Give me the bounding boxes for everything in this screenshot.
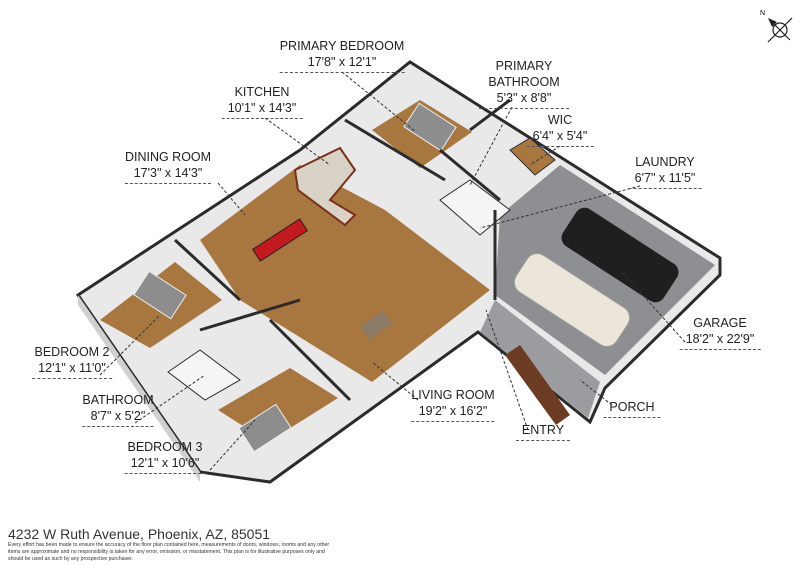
label-porch: PORCH [603, 399, 661, 418]
room-name: BEDROOM 2 [34, 345, 110, 359]
room-dims: 10'1" x 14'3" [221, 100, 303, 119]
room-name: BEDROOM 3 [127, 440, 203, 454]
bed [238, 403, 292, 453]
north-arrow-icon: N [758, 8, 794, 49]
room-name: ENTRY [515, 422, 571, 441]
room-dims: 17'3" x 14'3" [124, 165, 212, 184]
footer: 4232 W Ruth Avenue, Phoenix, AZ, 85051 E… [8, 526, 338, 563]
coffee-table [359, 310, 393, 340]
room-dims: 8'7" x 5'2" [82, 408, 154, 427]
room-dims: 12'1" x 10'6" [124, 455, 206, 474]
exterior-wall-face [78, 295, 200, 482]
room-dims: 5'3" x 8'8" [479, 90, 569, 109]
property-address: 4232 W Ruth Avenue, Phoenix, AZ, 85051 [8, 526, 271, 542]
kitchen-counter [293, 146, 357, 227]
bed [133, 270, 187, 320]
dining-table [252, 218, 308, 262]
room-name: LIVING ROOM [411, 388, 495, 402]
porch-floor [480, 300, 600, 418]
room-name: DINING ROOM [124, 150, 212, 164]
black-car [561, 207, 679, 303]
interior-walls [173, 98, 511, 402]
room-name: GARAGE [693, 316, 747, 330]
label-entry: ENTRY [515, 422, 571, 441]
living-dining-floor [200, 165, 490, 382]
leader-lines [99, 71, 686, 471]
room-dims: 12'1" x 11'0" [32, 360, 112, 379]
room-dims: 19'2" x 16'2" [411, 403, 495, 422]
room-dims: 18'2" x 22'9" [679, 331, 761, 350]
bed [403, 102, 457, 152]
room-name: BATHROOM [82, 393, 154, 407]
porch-mat [505, 345, 570, 425]
room-dims: 6'4" x 5'4" [526, 128, 594, 147]
room-dims: 6'7" x 11'5" [628, 170, 702, 189]
room-dims: 17'8" x 12'1" [279, 54, 405, 73]
room-name: KITCHEN [234, 85, 290, 99]
laundry-floor [439, 179, 511, 236]
room-name: LAUNDRY [635, 155, 695, 169]
wic-floor [509, 137, 556, 176]
white-car [513, 252, 631, 348]
bathroom-floor [167, 349, 241, 401]
room-name: PRIMARY BATHROOM [488, 59, 560, 89]
disclaimer: Every effort has been made to ensure the… [8, 542, 330, 562]
compass-label: N [760, 10, 766, 17]
room-name: PRIMARY BEDROOM [279, 39, 405, 53]
room-name: PORCH [603, 399, 661, 418]
room-name: WIC [547, 113, 573, 127]
